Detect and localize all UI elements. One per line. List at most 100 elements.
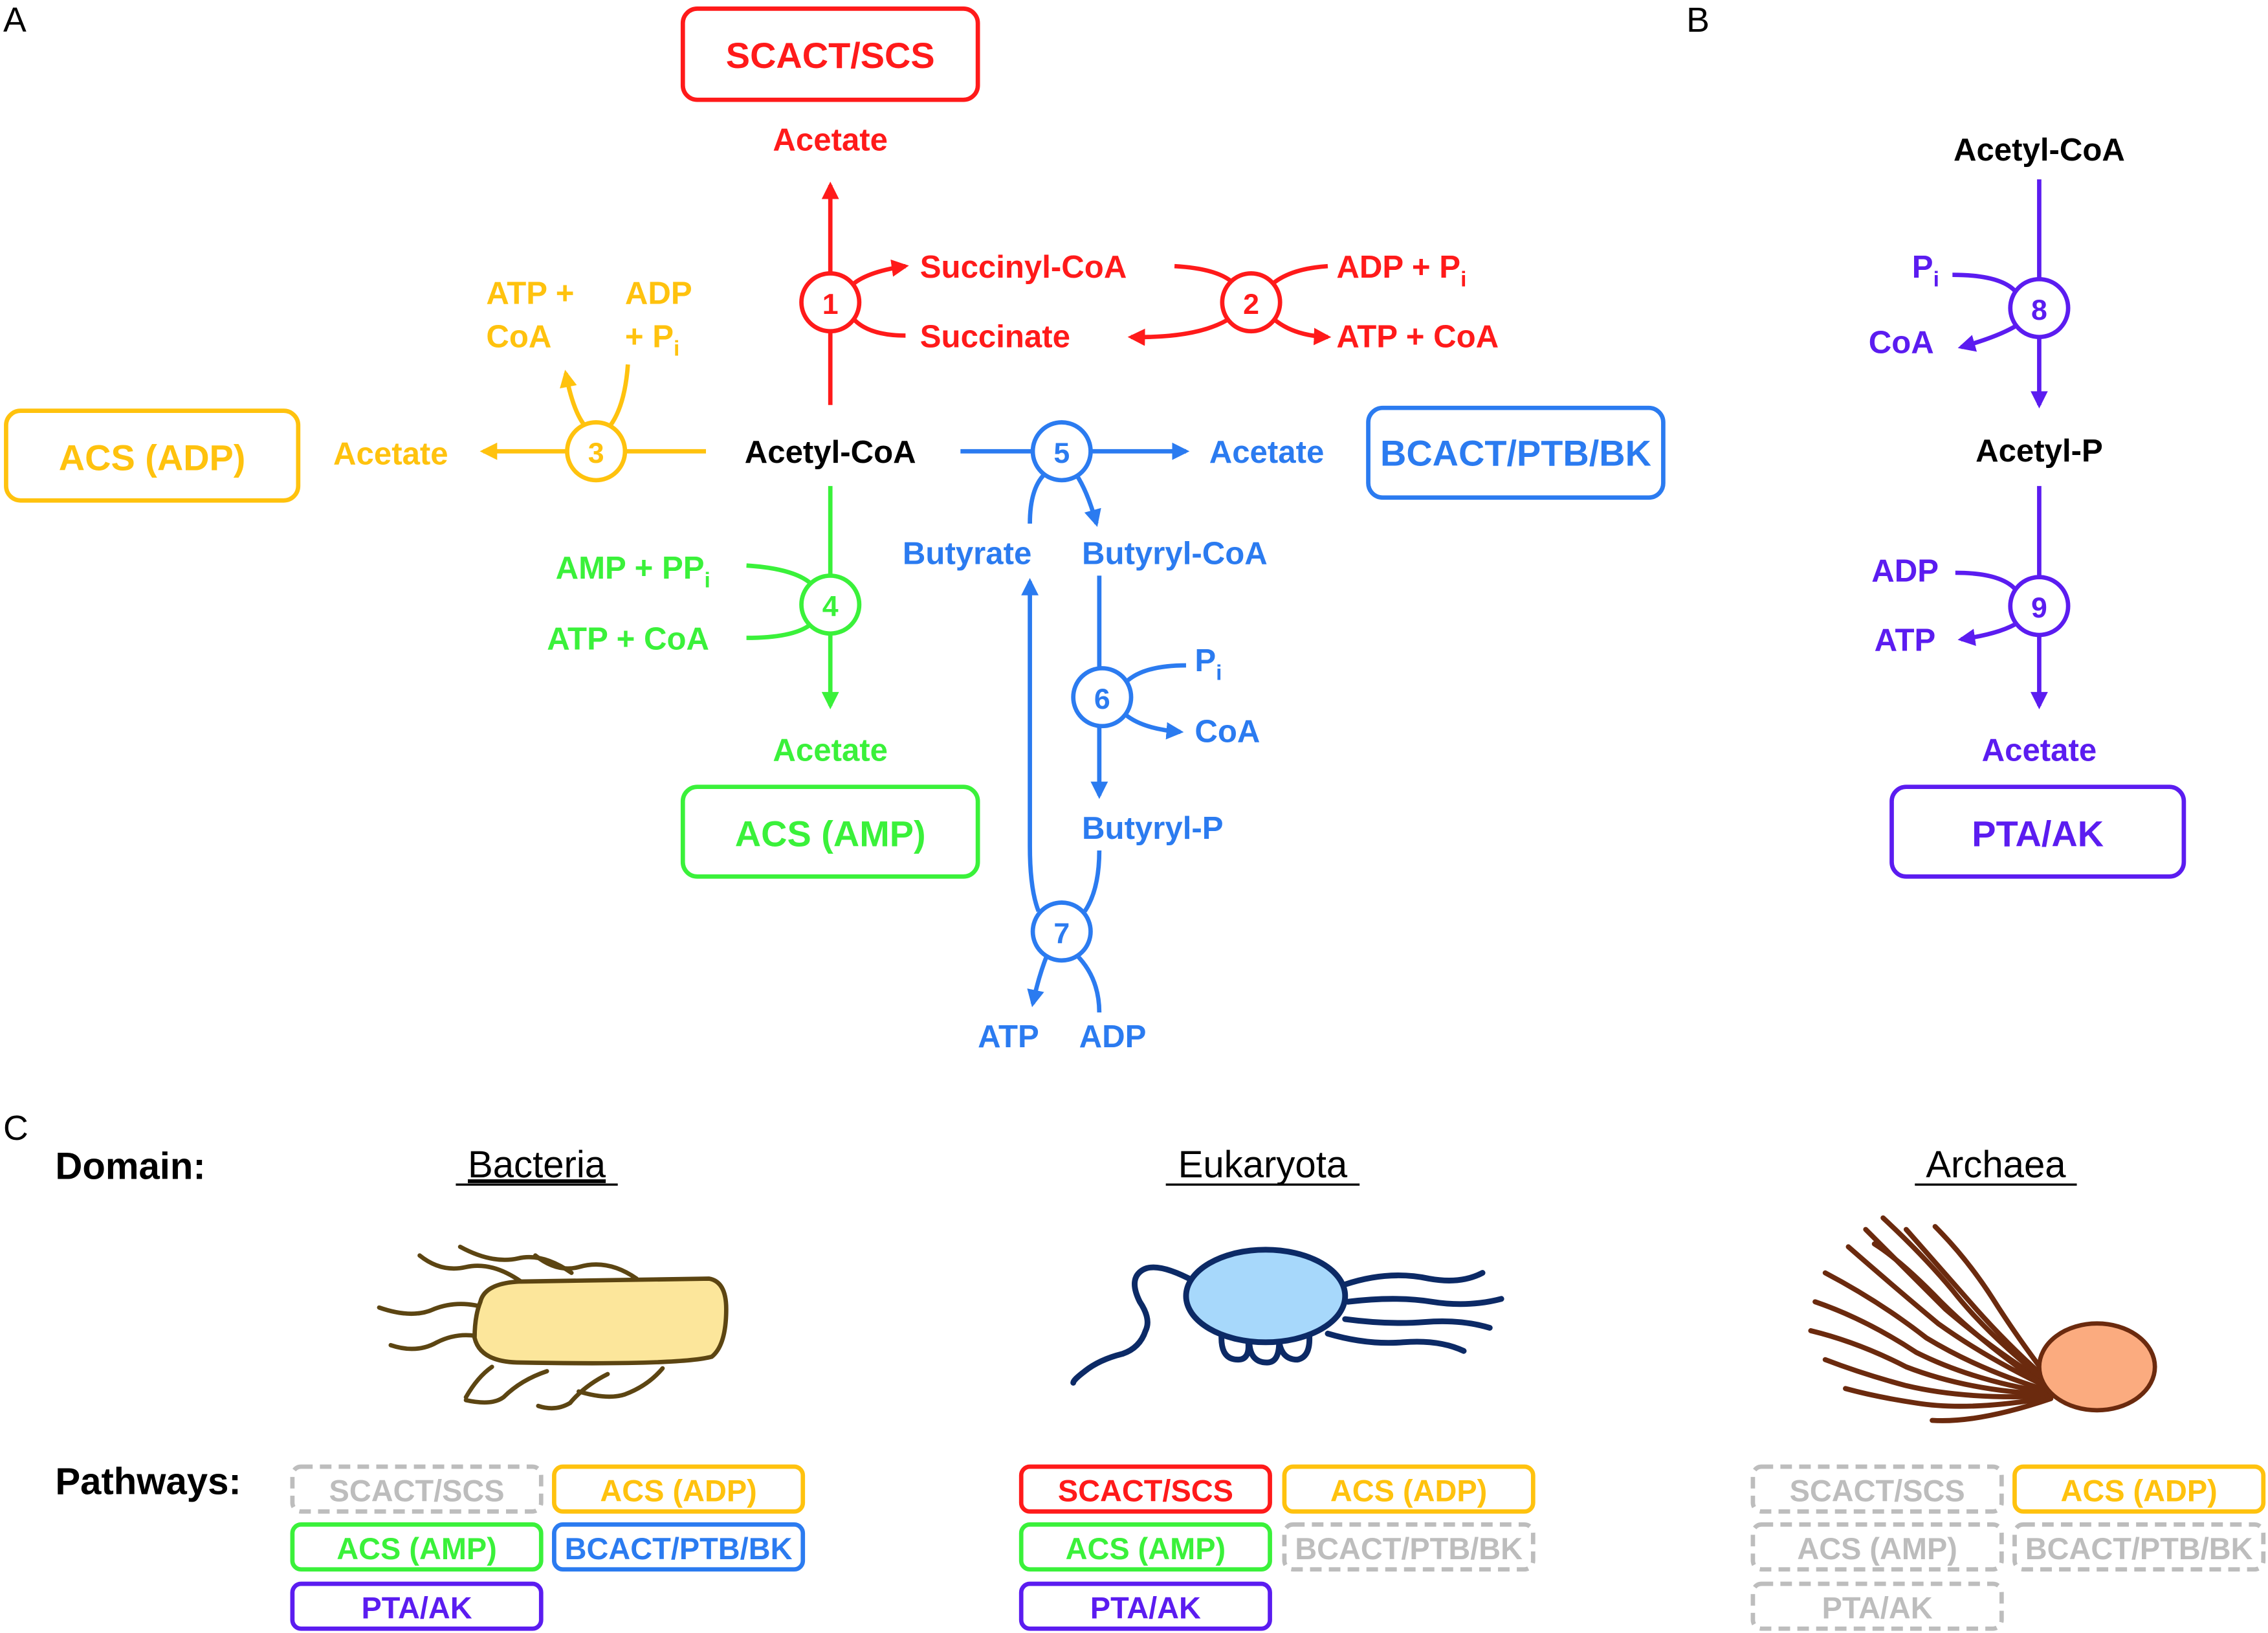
succinate-label: Succinate	[920, 318, 1070, 354]
pathway-label: PTA/AK	[1090, 1592, 1201, 1625]
step-8-circle	[2008, 276, 2071, 340]
blue-atp-label: ATP	[978, 1019, 1039, 1054]
step-4-number: 4	[822, 591, 839, 623]
pathway-label: ACS (AMP)	[1066, 1532, 1226, 1566]
pathway-label: ACS (ADP)	[600, 1474, 756, 1508]
blue-line-butyryl-p-to-7	[1083, 850, 1102, 913]
pathway-label: ACS (ADP)	[1330, 1474, 1487, 1508]
green-acetate-label: Acetate	[773, 732, 888, 768]
pathway-label: ACS (AMP)	[336, 1532, 497, 1566]
green-line-from-atp	[746, 623, 811, 640]
archaea-pathway-bcact-ptb-bk: BCACT/PTB/BK	[2012, 1522, 2266, 1572]
succinyl-coa-label: Succinyl-CoA	[920, 249, 1127, 285]
panel-label-c: C	[3, 1109, 28, 1148]
blue-acetate-label: Acetate	[1209, 434, 1325, 470]
green-ppi-subscript: i	[705, 568, 710, 592]
step-1-circle	[799, 271, 862, 334]
step-4-circle	[799, 573, 862, 636]
yellow-plus-pi-text: + P	[625, 318, 674, 354]
archaea-pathway-acs-amp: ACS (AMP)	[1750, 1522, 2004, 1572]
yellow-coa-label: CoA	[486, 318, 551, 354]
yellow-line-from-adp-pi	[608, 364, 630, 427]
pathway-label: ACS (ADP)	[2060, 1474, 2217, 1508]
bacteria-pathway-bcact-ptb-bk: BCACT/PTB/BK	[552, 1522, 806, 1572]
pathway-label: BCACT/PTB/BK	[565, 1532, 793, 1566]
blue-line-butyrate-to-5	[1028, 472, 1046, 524]
rod-bacterium-icon	[377, 1244, 729, 1411]
bacteria-pathway-pta-ak: PTA/AK	[290, 1581, 544, 1631]
butyryl-coa-label: Butyryl-CoA	[1082, 536, 1268, 572]
blue-arrow-7-to-atp	[1027, 953, 1050, 1008]
bacteria-pathway-acs-adp: ACS (ADP)	[552, 1464, 806, 1514]
pta-ak-box	[1889, 784, 2186, 879]
b-acetyl-p-label: Acetyl-P	[1976, 433, 2103, 469]
panel-label-a: A	[3, 1, 27, 39]
archaea-pathway-pta-ak: PTA/AK	[1750, 1581, 2004, 1631]
domain-name-archaea: Archaea	[1926, 1144, 2066, 1186]
b-acetyl-coa-label: Acetyl-CoA	[1954, 132, 2125, 168]
red-arrow-to-succinyl-coa	[849, 259, 909, 288]
step-6-circle	[1071, 666, 1134, 729]
red-adp-pi-text: ADP + P	[1336, 249, 1460, 285]
bcact-ptb-bk-box-label: BCACT/PTB/BK	[1380, 433, 1651, 474]
step-6-number: 6	[1094, 683, 1110, 715]
blue-line-pi-to-6	[1123, 663, 1186, 685]
acs-amp-box-label: ACS (AMP)	[735, 813, 926, 854]
bacteria-pathway-boxes: SCACT/SCS ACS (ADP) ACS (AMP) BCACT/PTB/…	[290, 1464, 806, 1631]
flagellate-protist-icon	[1070, 1247, 1504, 1386]
b-pi-subscript: i	[1933, 267, 1939, 291]
red-arrow-2-to-succinate	[1127, 311, 1240, 346]
b-arrow-8-to-coa	[1957, 322, 2021, 352]
green-line-to-amp	[746, 563, 812, 585]
b-pi-text: P	[1912, 249, 1933, 285]
acetyl-coa-label: Acetyl-CoA	[745, 434, 916, 470]
blue-pi-text: P	[1195, 643, 1216, 678]
b-coa-label: CoA	[1869, 324, 1934, 360]
archaea-pathway-acs-adp: ACS (ADP)	[2012, 1464, 2266, 1514]
archaea-pathway-scact-scs: SCACT/SCS	[1750, 1464, 2004, 1514]
archaea-pathway-boxes: SCACT/SCS ACS (ADP) ACS (AMP) BCACT/PTB/…	[1750, 1464, 2266, 1631]
pathway-label: SCACT/SCS	[1790, 1474, 1965, 1508]
red-pathway	[680, 6, 1332, 405]
panel-label-b: B	[1686, 1, 1710, 39]
scact-scs-box-label: SCACT/SCS	[726, 35, 935, 76]
yellow-atp-plus-label: ATP +	[486, 275, 574, 311]
green-pathway	[680, 485, 980, 879]
step-3-circle	[565, 420, 628, 483]
step-3-number: 3	[588, 438, 604, 469]
step-1-number: 1	[822, 289, 839, 320]
blue-line-adp-to-7	[1074, 953, 1102, 1013]
butyrate-label: Butyrate	[903, 536, 1031, 572]
blue-arrow-5-to-butyryl-coa	[1074, 473, 1101, 528]
panel-a: Acetyl-CoA 1 2 SCACT/SCS Acetate Succiny…	[4, 6, 1666, 1054]
b-pi-label: Pi	[1912, 249, 1939, 291]
step-2-number: 2	[1243, 289, 1259, 320]
red-acetate-label: Acetate	[773, 122, 888, 157]
bcact-ptb-bk-box	[1366, 405, 1666, 500]
eukaryota-pathway-bcact-ptb-bk: BCACT/PTB/BK	[1282, 1522, 1536, 1572]
blue-adp-label: ADP	[1079, 1019, 1147, 1054]
eukaryota-pathway-acs-amp: ACS (AMP)	[1018, 1522, 1272, 1572]
red-line-from-succinate	[848, 314, 906, 338]
pathway-label: ACS (AMP)	[1797, 1532, 1957, 1566]
blue-coa-label: CoA	[1195, 713, 1260, 749]
eukaryota-pathway-pta-ak: PTA/AK	[1018, 1581, 1272, 1631]
green-amp-ppi-label: AMP + PPi	[556, 550, 710, 592]
yellow-adp-label: ADP	[625, 275, 692, 311]
acs-adp-box	[4, 408, 301, 503]
pta-ak-box-label: PTA/AK	[1972, 813, 2104, 854]
blue-arrow-7-to-butyrate	[1021, 577, 1041, 913]
b-line-pi-to-8	[1952, 272, 2018, 294]
pathway-label: PTA/AK	[1822, 1592, 1933, 1625]
blue-arrow-6-to-coa	[1123, 713, 1184, 740]
pathway-label: BCACT/PTB/BK	[2025, 1532, 2253, 1566]
yellow-pi-subscript: i	[674, 337, 679, 361]
yellow-pathway	[4, 364, 707, 503]
b-adp-label: ADP	[1871, 553, 1939, 588]
bacteria-pathway-scact-scs: SCACT/SCS	[290, 1464, 544, 1514]
pathway-label: BCACT/PTB/BK	[1295, 1532, 1523, 1566]
butyryl-p-label: Butyryl-P	[1082, 810, 1224, 846]
pathway-label: SCACT/SCS	[1058, 1474, 1233, 1508]
eukaryota-pathway-acs-adp: ACS (ADP)	[1282, 1464, 1536, 1514]
